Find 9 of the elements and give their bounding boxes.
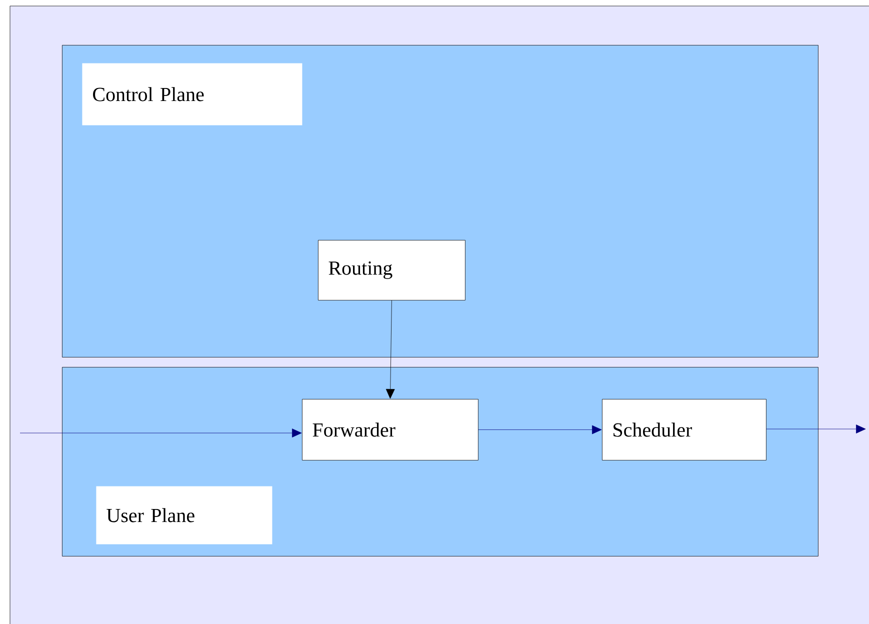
heading-box: User Plane — [96, 486, 272, 544]
heading-box: Control Plane — [82, 63, 302, 126]
process-box: Forwarder — [302, 399, 478, 460]
arrow — [20, 428, 302, 438]
arrow — [386, 300, 395, 399]
process-box: Scheduler — [602, 399, 766, 460]
process-box: Routing — [318, 240, 466, 300]
arrow — [478, 425, 602, 434]
arrow — [766, 424, 866, 434]
